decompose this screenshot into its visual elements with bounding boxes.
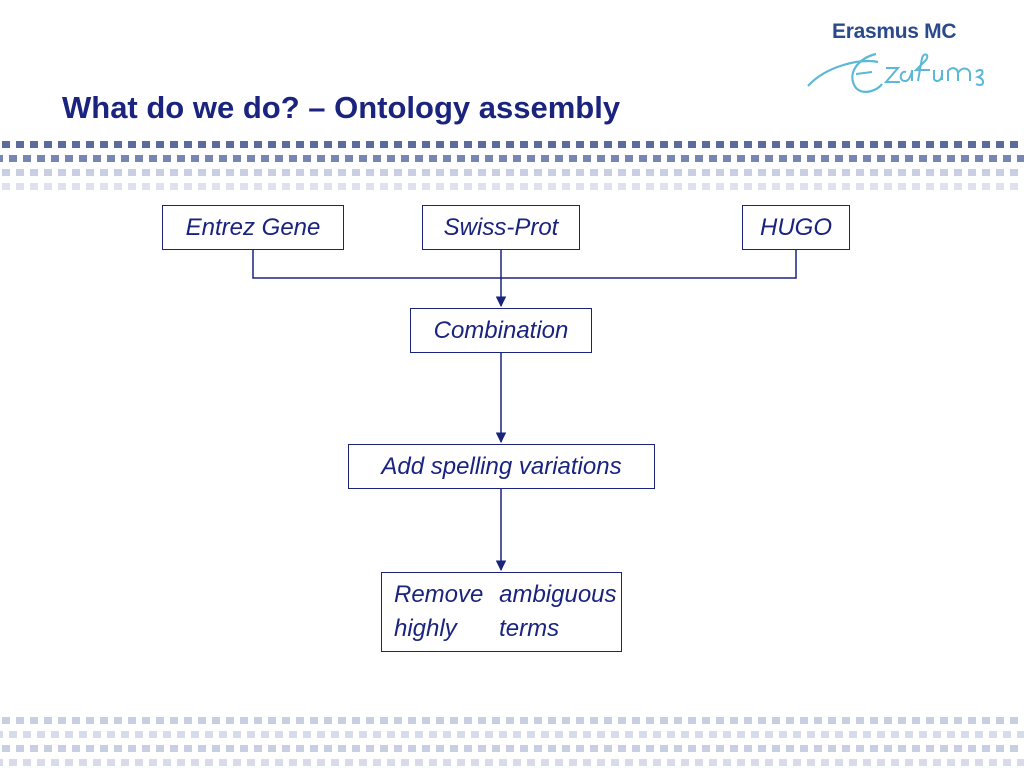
logo-text: Erasmus MC xyxy=(832,20,957,43)
node-combination: Combination xyxy=(410,308,592,353)
node-add-spelling-variations: Add spelling variations xyxy=(348,444,655,489)
slide-title: What do we do? – Ontology assembly xyxy=(62,90,621,125)
edge-merge-bar xyxy=(252,250,797,279)
node-swiss-prot: Swiss-Prot xyxy=(422,205,580,250)
edge-sources-to-combination xyxy=(252,250,797,308)
node-hugo: HUGO xyxy=(742,205,850,250)
erasmus-mc-logo: Erasmus MC xyxy=(806,20,996,98)
logo-signature-icon xyxy=(807,52,984,93)
node-remove-line-1: Remove highly xyxy=(394,581,484,642)
top-dot-band xyxy=(0,138,1024,194)
node-entrez-gene: Entrez Gene xyxy=(162,205,344,250)
node-remove-ambiguous-terms: Remove highly ambiguous terms xyxy=(381,572,622,652)
node-remove-line-2: ambiguous terms xyxy=(499,581,617,642)
bottom-dot-band xyxy=(0,714,1024,768)
